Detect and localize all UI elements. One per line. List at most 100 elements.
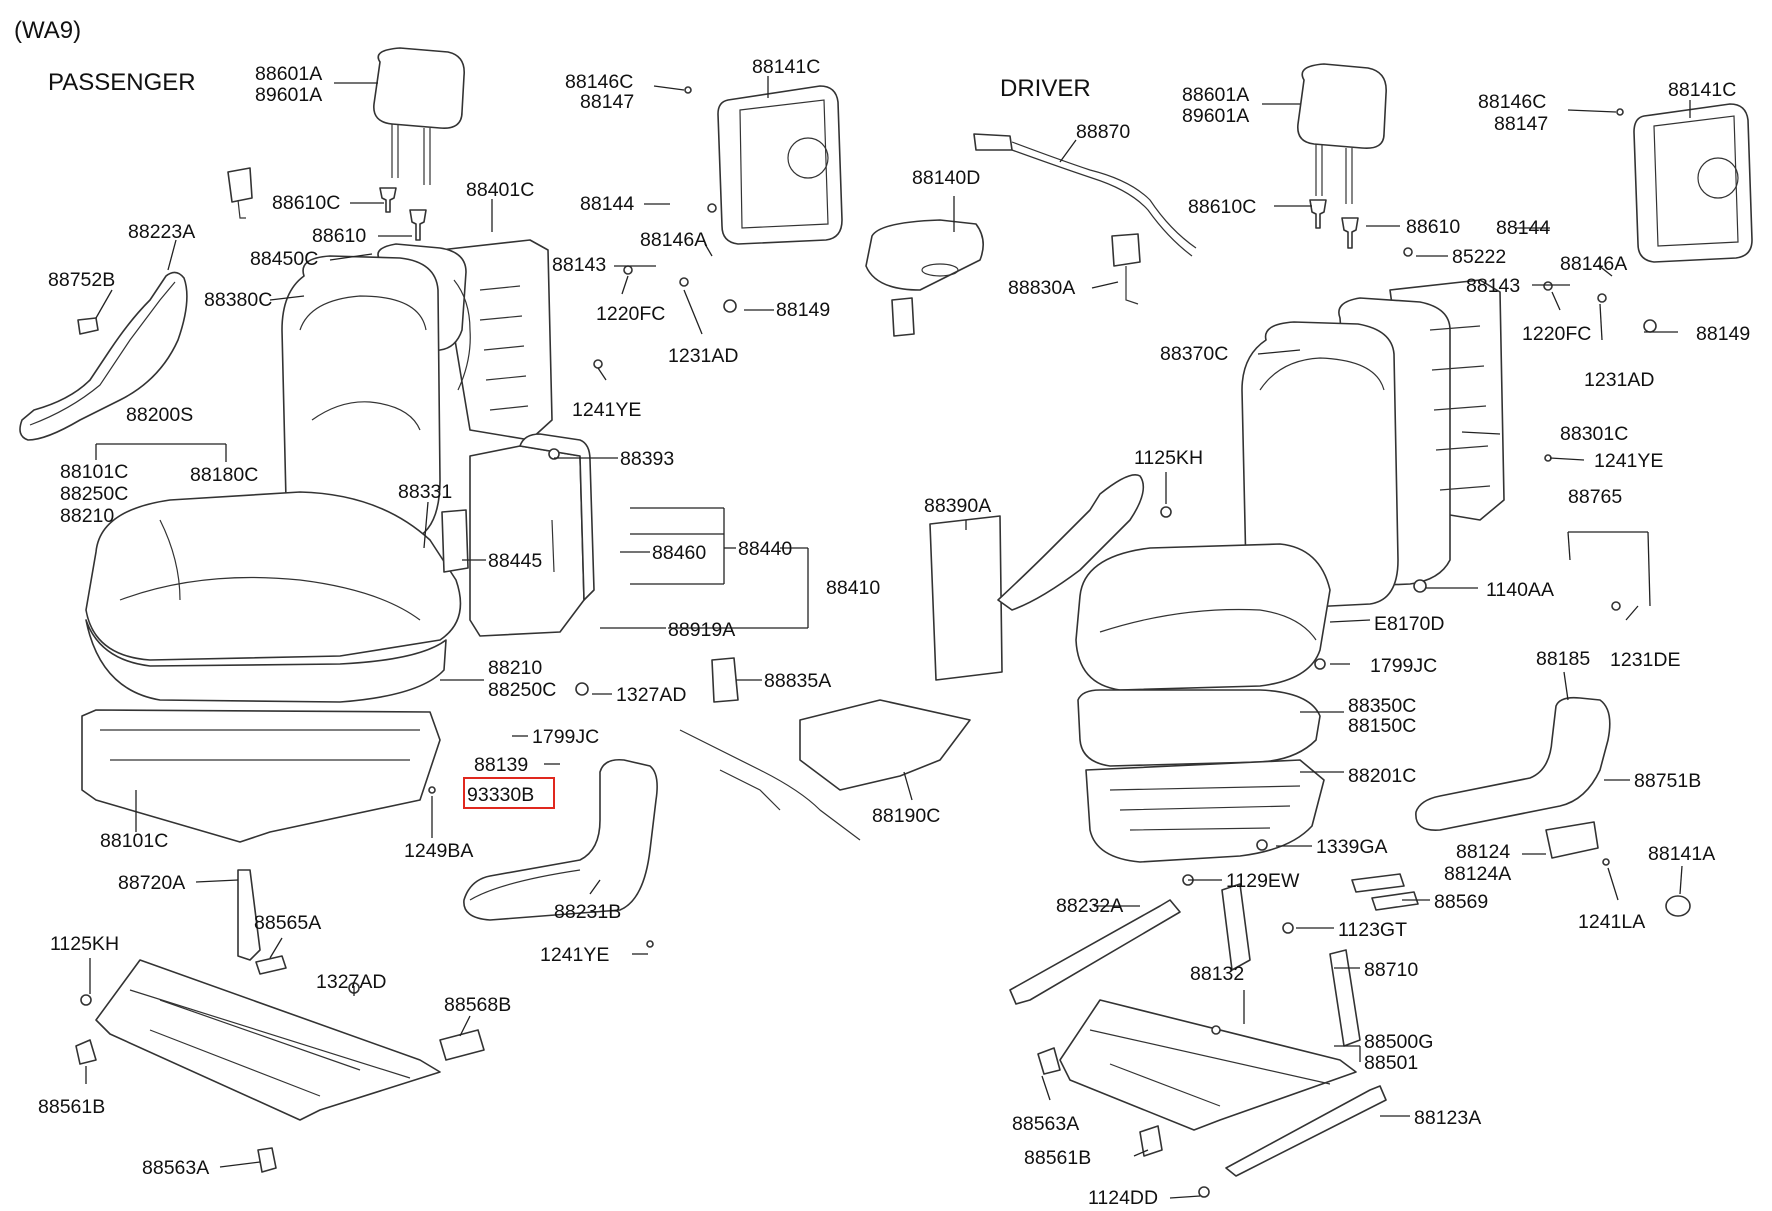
part-label-88144[interactable]: 88144	[580, 193, 634, 215]
part-label-d-88143[interactable]: 88143	[1466, 275, 1520, 297]
part-label-88610c[interactable]: 88610C	[272, 192, 340, 214]
part-label-88223a[interactable]: 88223A	[128, 221, 195, 243]
part-label-88563a-a[interactable]: 88563A	[142, 1157, 209, 1179]
part-label-d-88561b[interactable]: 88561B	[1024, 1147, 1091, 1169]
part-label-93330b[interactable]: 93330B	[467, 784, 534, 806]
part-label-d-88185[interactable]: 88185	[1536, 648, 1590, 670]
part-label-d-88147[interactable]: 88147	[1494, 113, 1548, 135]
part-label-1125kh-a[interactable]: 1125KH	[50, 933, 119, 955]
part-label-88200s[interactable]: 88200S	[126, 404, 193, 426]
part-label-d-85222[interactable]: 85222	[1452, 246, 1506, 268]
part-label-88250c-b[interactable]: 88250C	[488, 679, 556, 701]
part-label-d-88301c[interactable]: 88301C	[1560, 423, 1628, 445]
part-label-88143[interactable]: 88143	[552, 254, 606, 276]
part-label-88568b[interactable]: 88568B	[444, 994, 511, 1016]
part-label-88147[interactable]: 88147	[580, 91, 634, 113]
part-label-88140d[interactable]: 88140D	[912, 167, 980, 189]
part-label-d-1123gt[interactable]: 1123GT	[1338, 919, 1407, 941]
part-label-d-88610c[interactable]: 88610C	[1188, 196, 1256, 218]
part-label-d-88124[interactable]: 88124	[1456, 841, 1510, 863]
part-label-d-88501[interactable]: 88501	[1364, 1052, 1418, 1074]
part-label-1249ba[interactable]: 1249BA	[404, 840, 473, 862]
part-label-1241ye-a[interactable]: 1241YE	[572, 399, 641, 421]
part-label-88146a[interactable]: 88146A	[640, 229, 707, 251]
part-label-d-88146a[interactable]: 88146A	[1560, 253, 1627, 275]
part-label-88149[interactable]: 88149	[776, 299, 830, 321]
part-label-d-1231de[interactable]: 1231DE	[1610, 649, 1680, 671]
part-label-d-88150c[interactable]: 88150C	[1348, 715, 1416, 737]
part-label-d-88232a[interactable]: 88232A	[1056, 895, 1123, 917]
part-label-88752b[interactable]: 88752B	[48, 269, 115, 291]
part-label-88210-b[interactable]: 88210	[488, 657, 542, 679]
part-label-d-1124dd[interactable]: 1124DD	[1088, 1187, 1158, 1209]
part-label-88835a[interactable]: 88835A	[764, 670, 831, 692]
part-label-d-88144[interactable]: 88144	[1496, 217, 1550, 239]
part-label-d-1125kh[interactable]: 1125KH	[1134, 447, 1203, 469]
part-label-d-88123a[interactable]: 88123A	[1414, 1107, 1481, 1129]
part-label-1241ye-b[interactable]: 1241YE	[540, 944, 609, 966]
part-label-88141c[interactable]: 88141C	[752, 56, 820, 78]
part-label-88180c[interactable]: 88180C	[190, 464, 258, 486]
part-label-88393[interactable]: 88393	[620, 448, 674, 470]
part-label-d-88563a[interactable]: 88563A	[1012, 1113, 1079, 1135]
part-label-d-1231ad[interactable]: 1231AD	[1584, 369, 1654, 391]
part-label-1799jc-a[interactable]: 1799JC	[532, 726, 599, 748]
part-label-d-1241la[interactable]: 1241LA	[1578, 911, 1645, 933]
part-label-d-88765[interactable]: 88765	[1568, 486, 1622, 508]
part-label-88101c-a[interactable]: 88101C	[60, 461, 128, 483]
part-label-d-1129ew[interactable]: 1129EW	[1226, 870, 1300, 892]
part-label-88190c[interactable]: 88190C	[872, 805, 940, 827]
part-label-88410[interactable]: 88410	[826, 577, 880, 599]
part-label-d-88370c[interactable]: 88370C	[1160, 343, 1228, 365]
part-label-d-e8170d[interactable]: E8170D	[1374, 613, 1444, 635]
part-label-d-88141c[interactable]: 88141C	[1668, 79, 1736, 101]
part-label-d-88201c[interactable]: 88201C	[1348, 765, 1416, 787]
part-label-88101c-b[interactable]: 88101C	[100, 830, 168, 852]
part-label-d-88601a[interactable]: 88601A	[1182, 84, 1249, 106]
passenger-section-title: PASSENGER	[48, 69, 196, 96]
part-label-d-1799jc[interactable]: 1799JC	[1370, 655, 1437, 677]
part-label-88440[interactable]: 88440	[738, 538, 792, 560]
part-label-d-88146c[interactable]: 88146C	[1478, 91, 1546, 113]
part-label-1327ad-b[interactable]: 1327AD	[316, 971, 386, 993]
part-label-d-88141a[interactable]: 88141A	[1648, 843, 1715, 865]
part-label-d-88350c[interactable]: 88350C	[1348, 695, 1416, 717]
part-label-88601a[interactable]: 88601A	[255, 63, 322, 85]
part-label-88380c[interactable]: 88380C	[204, 289, 272, 311]
part-label-88460[interactable]: 88460	[652, 542, 706, 564]
part-label-d-88149[interactable]: 88149	[1696, 323, 1750, 345]
part-label-d-89601a[interactable]: 89601A	[1182, 105, 1249, 127]
part-label-1327ad-a[interactable]: 1327AD	[616, 684, 686, 706]
part-label-88401c[interactable]: 88401C	[466, 179, 534, 201]
part-label-88870[interactable]: 88870	[1076, 121, 1130, 143]
part-label-d-88132[interactable]: 88132	[1190, 963, 1244, 985]
part-label-88445[interactable]: 88445	[488, 550, 542, 572]
part-label-88210-a[interactable]: 88210	[60, 505, 114, 527]
part-label-d-88710[interactable]: 88710	[1364, 959, 1418, 981]
part-label-d-88124a[interactable]: 88124A	[1444, 863, 1511, 885]
part-label-89601a[interactable]: 89601A	[255, 84, 322, 106]
part-label-d-1140aa[interactable]: 1140AA	[1486, 579, 1554, 601]
part-label-88231b[interactable]: 88231B	[554, 901, 621, 923]
part-label-88565a[interactable]: 88565A	[254, 912, 321, 934]
part-label-88830a[interactable]: 88830A	[1008, 277, 1075, 299]
part-label-88919a[interactable]: 88919A	[668, 619, 735, 641]
part-label-d-88610[interactable]: 88610	[1406, 216, 1460, 238]
part-label-d-1339ga[interactable]: 1339GA	[1316, 836, 1388, 858]
part-label-88146c[interactable]: 88146C	[565, 71, 633, 93]
part-label-88561b-a[interactable]: 88561B	[38, 1096, 105, 1118]
part-label-88720a[interactable]: 88720A	[118, 872, 185, 894]
part-label-d-88751b[interactable]: 88751B	[1634, 770, 1701, 792]
part-label-d-88500g[interactable]: 88500G	[1364, 1031, 1433, 1053]
part-label-88390a[interactable]: 88390A	[924, 495, 991, 517]
part-label-88331[interactable]: 88331	[398, 481, 452, 503]
part-label-d-1220fc[interactable]: 1220FC	[1522, 323, 1591, 345]
part-label-88610[interactable]: 88610	[312, 225, 366, 247]
part-label-1231ad[interactable]: 1231AD	[668, 345, 738, 367]
part-label-d-1241ye[interactable]: 1241YE	[1594, 450, 1663, 472]
part-label-88450c[interactable]: 88450C	[250, 248, 318, 270]
part-label-1220fc[interactable]: 1220FC	[596, 303, 665, 325]
part-label-88139[interactable]: 88139	[474, 754, 528, 776]
part-label-d-88569[interactable]: 88569	[1434, 891, 1488, 913]
part-label-88250c-a[interactable]: 88250C	[60, 483, 128, 505]
